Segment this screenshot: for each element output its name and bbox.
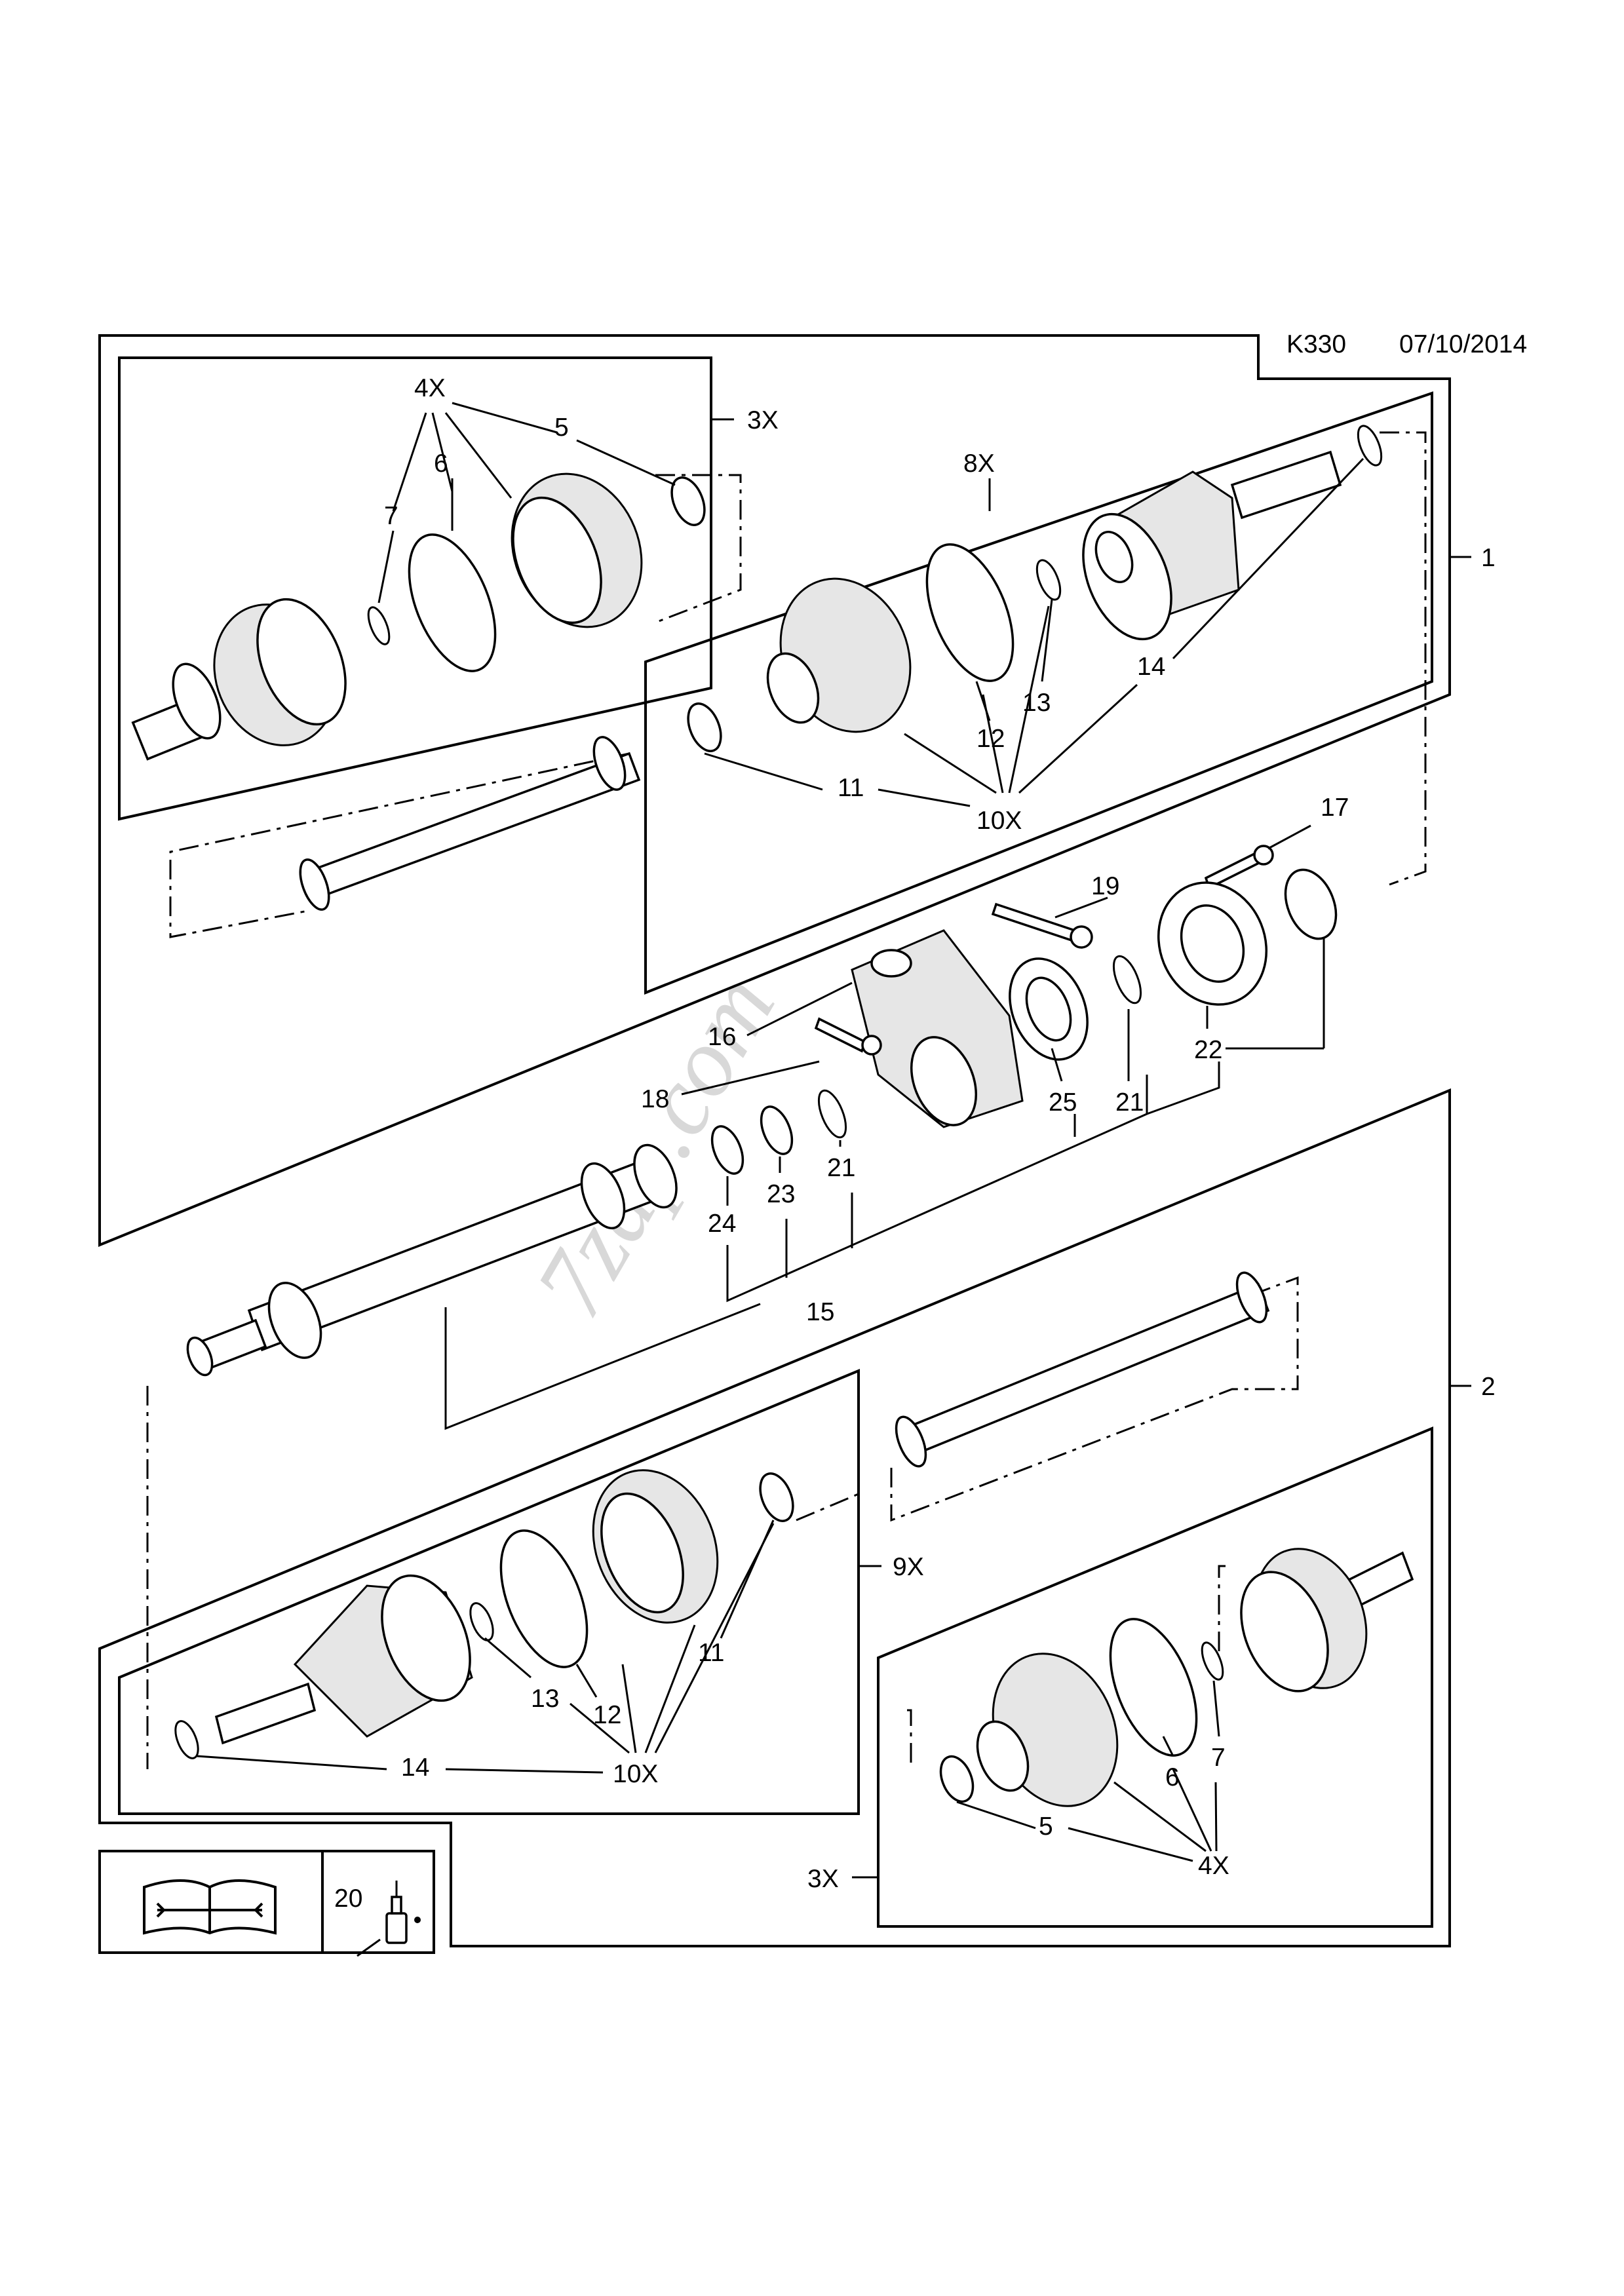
clamp-4x-bottom [939,1755,975,1803]
callout-7-top: 7 [384,502,398,530]
callout-6-bottom: 6 [1165,1763,1180,1791]
callout-21-lower: 21 [827,1154,855,1182]
shaft-bottom-dash [146,1276,1299,1769]
top-left-kit-box [118,356,712,821]
callout-18: 18 [641,1085,669,1113]
boot-5-bottom [976,1653,1119,1807]
callout-11-top: 11 [838,774,864,802]
clamp-4x-top [670,476,706,526]
callout-4x-top: 4X [414,374,446,402]
bolt-19 [991,902,1093,949]
callout-5-top: 5 [554,413,569,442]
legend-box [98,1850,435,1954]
top-left-kit-label: 3X [747,406,779,434]
main-shaft-15 [186,1143,678,1377]
group-label-1: 1 [1481,544,1496,572]
callout-5-bottom: 5 [1039,1812,1053,1841]
circlip-21-lower [817,1089,847,1139]
callout-24: 24 [708,1210,736,1238]
seal-22 [1284,868,1338,940]
bearing-25 [1009,957,1089,1061]
callout-21-upper: 21 [1115,1088,1144,1117]
circlip-7-top [367,606,391,645]
callout-17: 17 [1321,794,1349,822]
clamp-12-top [925,543,1015,682]
group-label-2: 2 [1481,1373,1496,1401]
clamp-11-top [687,702,722,752]
bottom-right-kit-box [877,1426,1433,1928]
clamp-6-top [408,533,497,672]
boot-5-top [511,472,643,628]
callout-25: 25 [1049,1088,1077,1117]
bolt-18 [814,1017,882,1056]
diagram-code: K330 [1286,330,1346,358]
circlip-21-upper [1112,955,1142,1004]
callout-14-top: 14 [1137,653,1165,681]
callout-7-bottom: 7 [1211,1744,1226,1772]
callout-10x-top: 10X [976,807,1022,835]
clamp-11-bottom [759,1472,794,1522]
callout-6-top: 6 [434,450,448,478]
inner-joint-top [1082,450,1342,641]
top-left-dash [655,474,742,624]
clamp-6-bottom [1109,1618,1198,1757]
bottom-right-kit-label: 3X [807,1865,839,1893]
bottom-left-kit-box [118,1369,860,1815]
top-right-kit-label: 8X [963,450,995,478]
callout-19: 19 [1091,872,1119,900]
circlip-14-top [1357,425,1383,467]
ring-23 [760,1105,794,1155]
ring-24 [710,1125,744,1175]
diagram-date: 07/10/2014 [1399,330,1527,358]
callout-14-bottom: 14 [401,1753,429,1782]
top-right-dash [1380,431,1427,886]
bolt-17 [1204,845,1274,890]
legend-item-number: 20 [334,1885,362,1913]
circlip-13-bottom [469,1602,494,1641]
bottom-right-dash [904,1565,1226,1763]
inner-joint-bottom [214,1574,473,1745]
intermediate-shaft-top [299,736,641,911]
callout-15: 15 [806,1298,834,1326]
assembly-2-frame [98,1088,1451,1947]
outer-cv-joint-top [131,598,347,761]
bottom-left-kit-label: 9X [893,1553,924,1581]
assembly-1-frame [98,334,1451,1247]
outer-cv-joint-bottom [1240,1548,1414,1693]
intermediate-shaft-bottom [895,1271,1270,1468]
callout-23: 23 [767,1180,795,1208]
boot-10x-bottom [592,1469,719,1624]
top-right-kit-box [644,391,1433,995]
shaft-top-dash [169,752,630,938]
circlip-7-bottom [1201,1641,1224,1681]
watermark: 7zap.com [514,956,796,1334]
callout-12-bottom: 12 [593,1701,621,1729]
callout-4x-bottom: 4X [1198,1852,1229,1880]
manual-wrench-icon [143,1879,277,1935]
callout-10x-bottom: 10X [613,1760,658,1788]
bracket-16 [851,929,1024,1128]
circlip-14-bottom [174,1720,199,1759]
circlip-13-top [1035,559,1062,601]
bottom-left-dash [146,1493,859,1769]
callout-16: 16 [708,1023,736,1051]
boot-10x-top [766,577,912,733]
callout-13-bottom: 13 [531,1685,559,1713]
callout-22: 22 [1194,1036,1222,1064]
flange-22 [1157,881,1268,1006]
main-shaft-link [444,1303,761,1430]
clamp-12-bottom [499,1529,589,1668]
lubricant-bottle-icon [357,1881,421,1957]
